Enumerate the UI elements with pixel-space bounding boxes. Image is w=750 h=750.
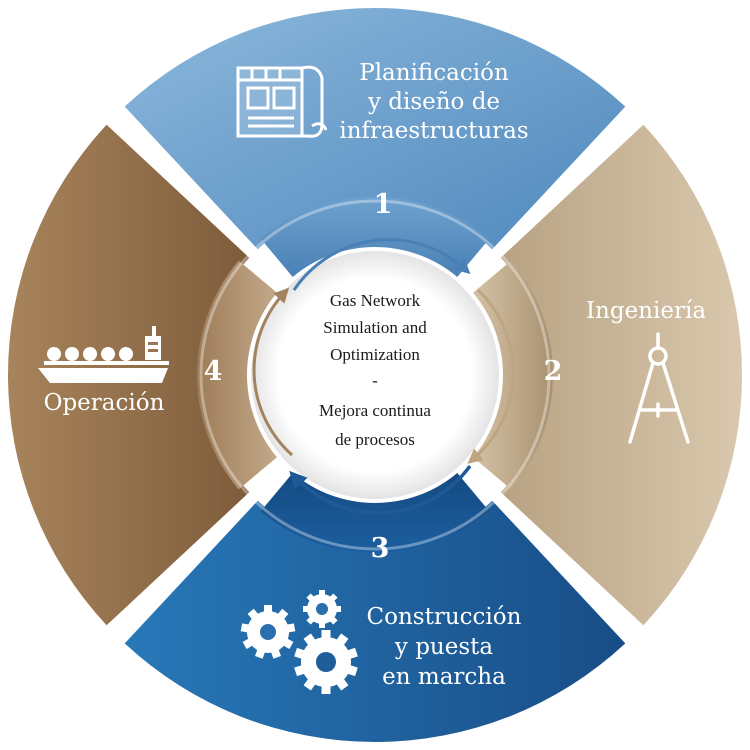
gear-tooth [346, 647, 358, 660]
segment-3-line-2: y puesta [394, 634, 493, 660]
tanker-ship-icon [38, 326, 169, 383]
center-line-1: Gas Network [330, 291, 421, 310]
gear-tooth [321, 685, 331, 694]
center-disk [251, 251, 499, 499]
gears-icon [240, 590, 358, 694]
cycle-arrows [252, 238, 515, 515]
arrow-4-to-1 [252, 287, 294, 457]
ring-separator [199, 199, 551, 551]
center-text: Gas Network Simulation and Optimization … [319, 291, 431, 449]
segment-3-line-3: en marcha [382, 664, 506, 690]
center-line-6: de procesos [335, 430, 415, 449]
compass-icon [628, 332, 690, 444]
arrow-3-to-4 [289, 464, 472, 515]
gear-tooth [282, 638, 294, 649]
gear-tooth [319, 590, 325, 596]
step-number-1: 1 [374, 189, 393, 220]
segment-3-line-1: Construcción [367, 604, 522, 630]
gear-tooth [321, 630, 331, 639]
gear-tooth [303, 633, 317, 647]
center-line-2: Simulation and [323, 318, 427, 337]
step-number-2: 2 [544, 356, 563, 387]
gear-tooth [335, 677, 349, 691]
gear-tooth [303, 606, 309, 612]
inner-segment-planning [260, 197, 490, 277]
gear-tooth [247, 608, 259, 621]
inner-segment-operation [197, 260, 277, 490]
arrow-1-to-2 [292, 238, 471, 291]
gear-tooth [240, 623, 250, 633]
gear-tooth [346, 664, 358, 677]
gear-tooth [286, 623, 296, 633]
segment-2-label: Ingeniería [586, 298, 706, 324]
segment-4-label: Operación [44, 390, 165, 416]
gear-tooth [242, 638, 254, 649]
gear-tooth [303, 677, 317, 691]
gear-tooth [294, 647, 306, 660]
step-number-3: 3 [371, 533, 390, 564]
gear-tooth [294, 664, 306, 677]
gear-tooth [270, 648, 281, 659]
center-line-3: Optimization [330, 345, 420, 364]
segment-1-line-3: infraestructuras [339, 118, 528, 144]
gear-tooth [277, 608, 289, 621]
arrow-2-to-3 [467, 288, 515, 464]
gear-tooth [255, 648, 266, 659]
gear-tooth [319, 622, 325, 628]
outer-segment-engineering [500, 124, 742, 626]
step-number-4: 4 [204, 356, 223, 387]
gear-tooth [335, 633, 349, 647]
outer-segment-construction [124, 500, 626, 742]
gear-tooth [335, 606, 341, 612]
segment-1-line-2: y diseño de [367, 89, 500, 115]
segment-1-label: Planificación y diseño de infraestructur… [339, 60, 528, 144]
segment-3-label: Construcción y puesta en marcha [367, 604, 522, 690]
center-line-5: Mejora continua [319, 401, 431, 420]
blueprint-icon [236, 65, 328, 138]
segment-1-line-1: Planificación [359, 60, 509, 86]
gear-tooth [264, 605, 272, 613]
center-line-4: - [372, 371, 378, 390]
